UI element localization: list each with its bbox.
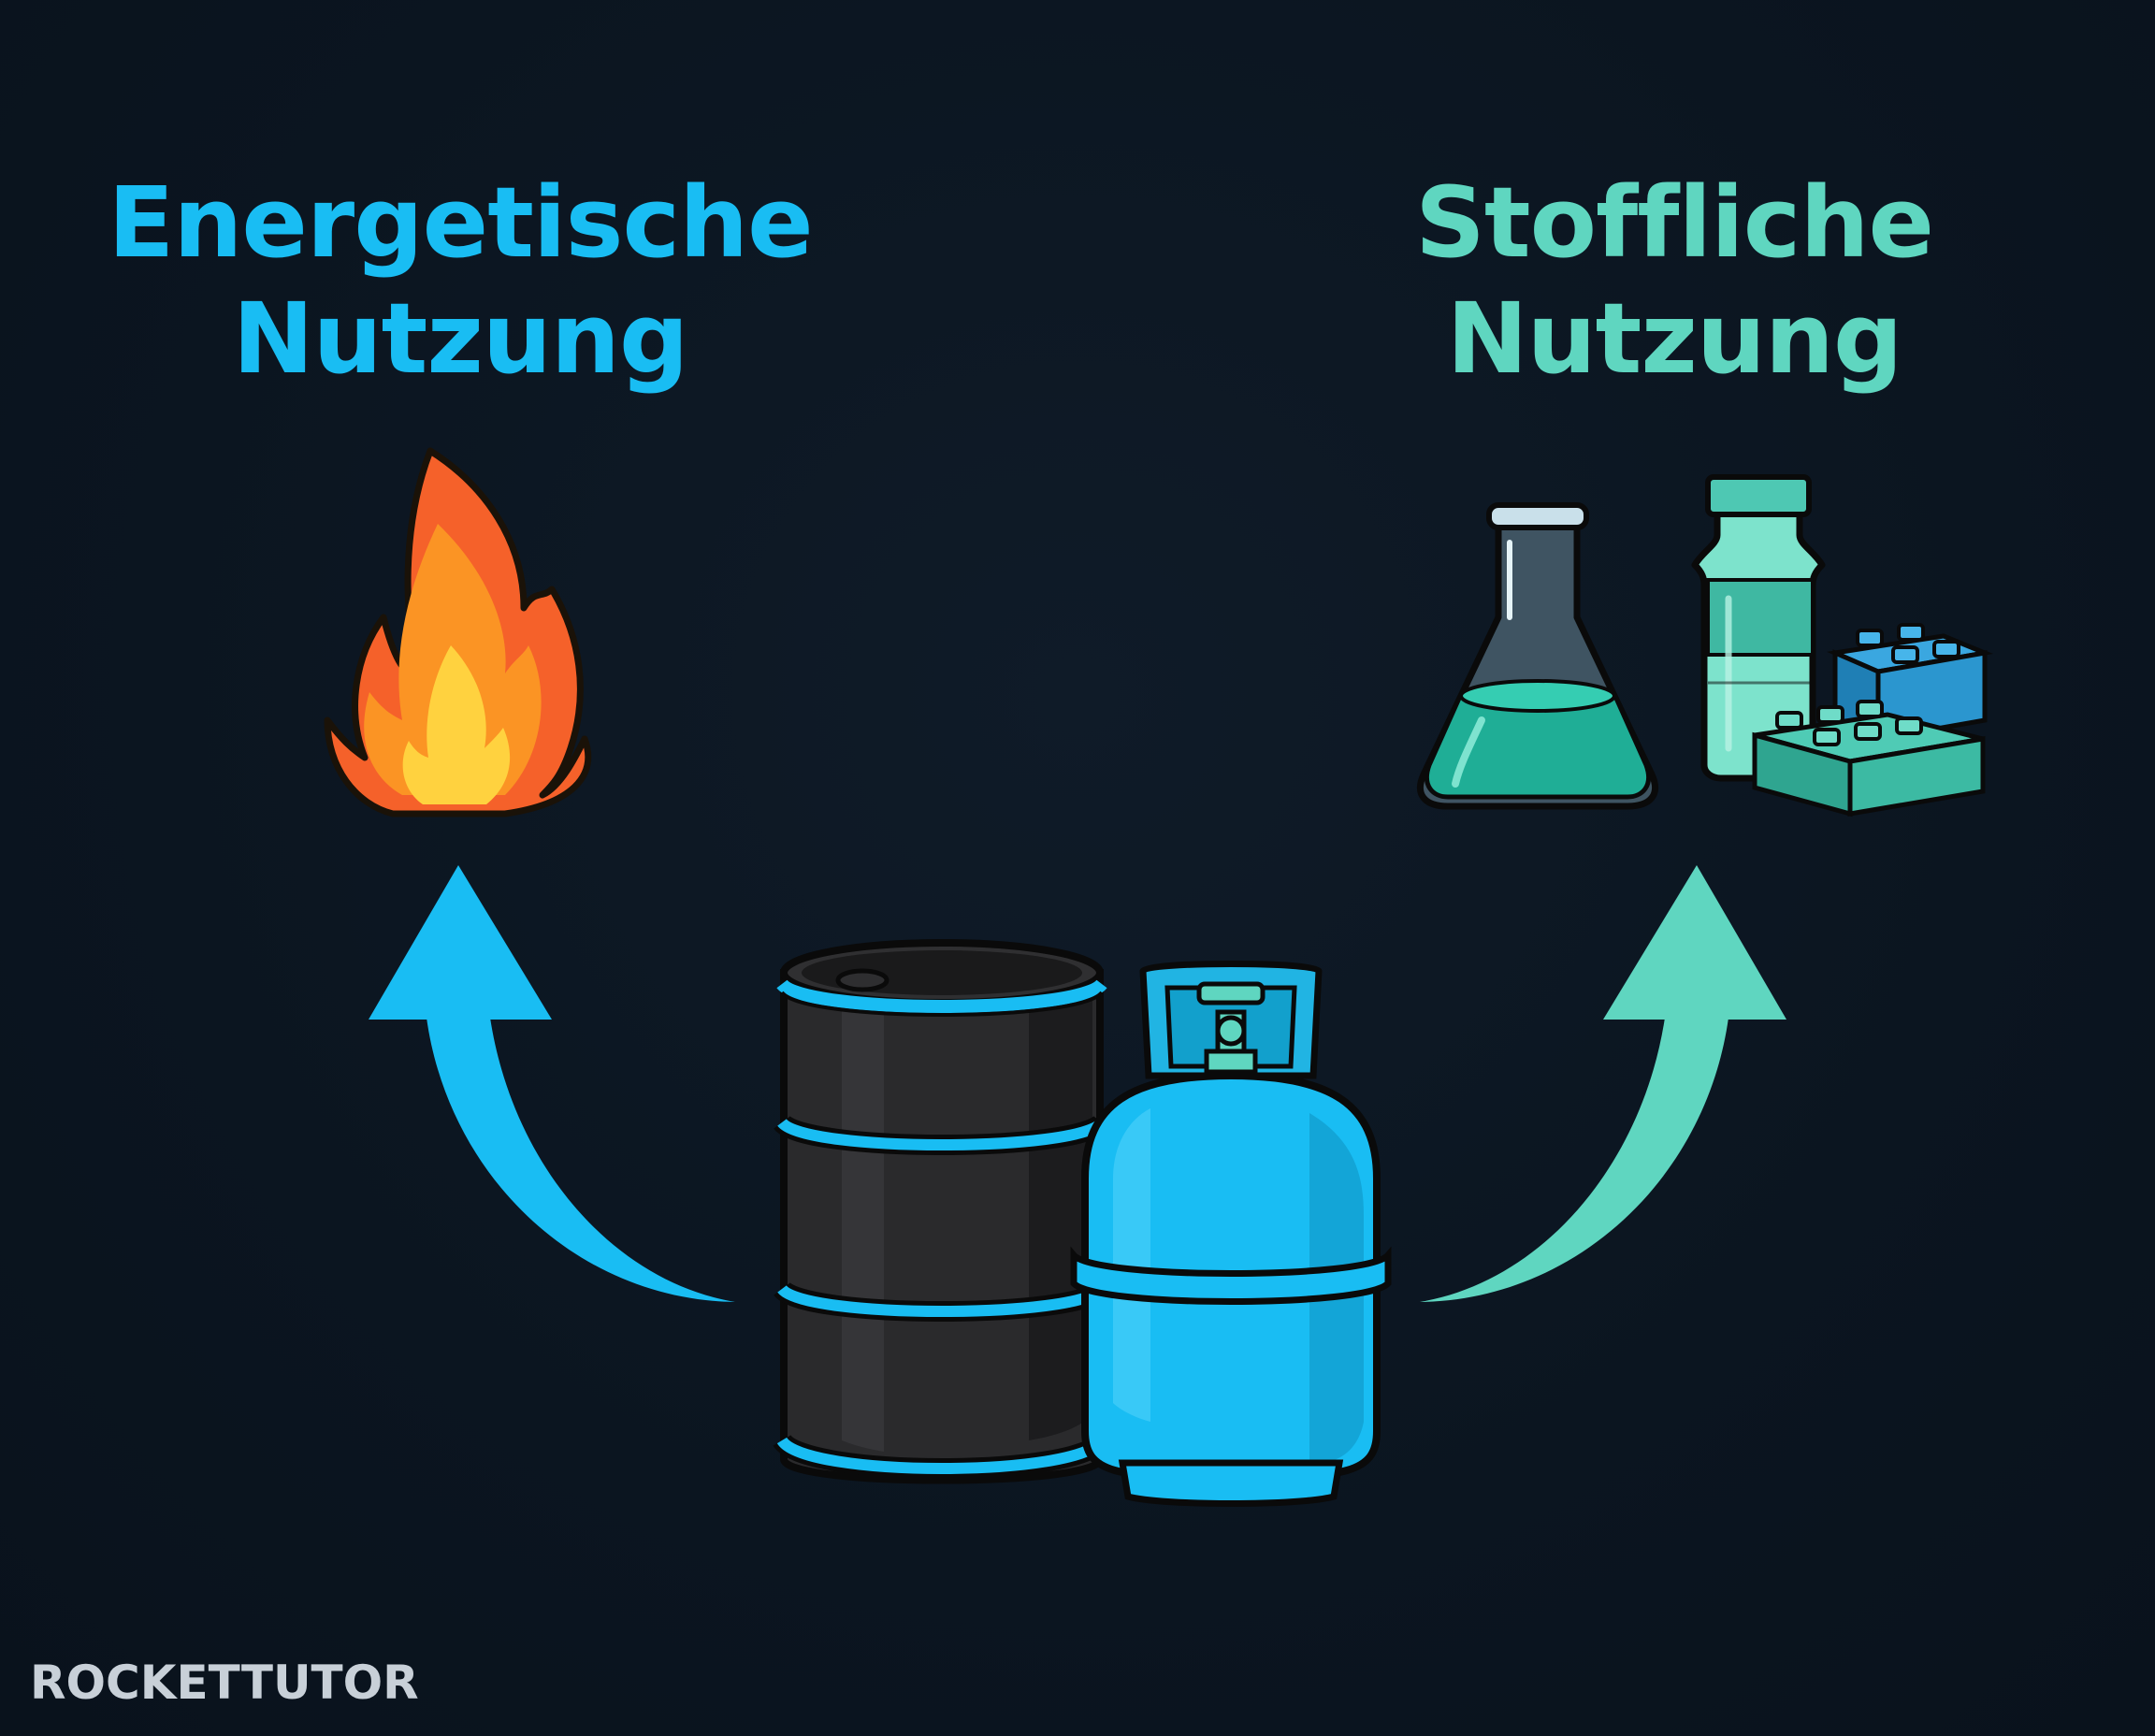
energetic-use-title-line1: Energetische [108, 166, 813, 280]
material-use-title-line2: Nutzung [1446, 282, 1903, 396]
gas-cylinder-icon [1070, 961, 1392, 1507]
energetic-use-title-line2: Nutzung [232, 282, 689, 396]
energetic-use-title: Energetische Nutzung [86, 165, 834, 397]
material-use-title: Stoffliche Nutzung [1300, 165, 2048, 397]
building-blocks-icon [1752, 623, 1993, 817]
oil-barrel-icon [773, 939, 1111, 1484]
flame-icon [324, 447, 592, 817]
rockettutor-logo-text: ROCKETTUTOR [30, 1656, 419, 1710]
right-arrow [1420, 865, 1786, 1302]
left-arrow [369, 865, 735, 1302]
rockettutor-logo: ROCKETTUTOR [30, 1656, 419, 1710]
erlenmeyer-flask-icon [1416, 502, 1659, 810]
material-use-title-line1: Stoffliche [1414, 166, 1934, 280]
